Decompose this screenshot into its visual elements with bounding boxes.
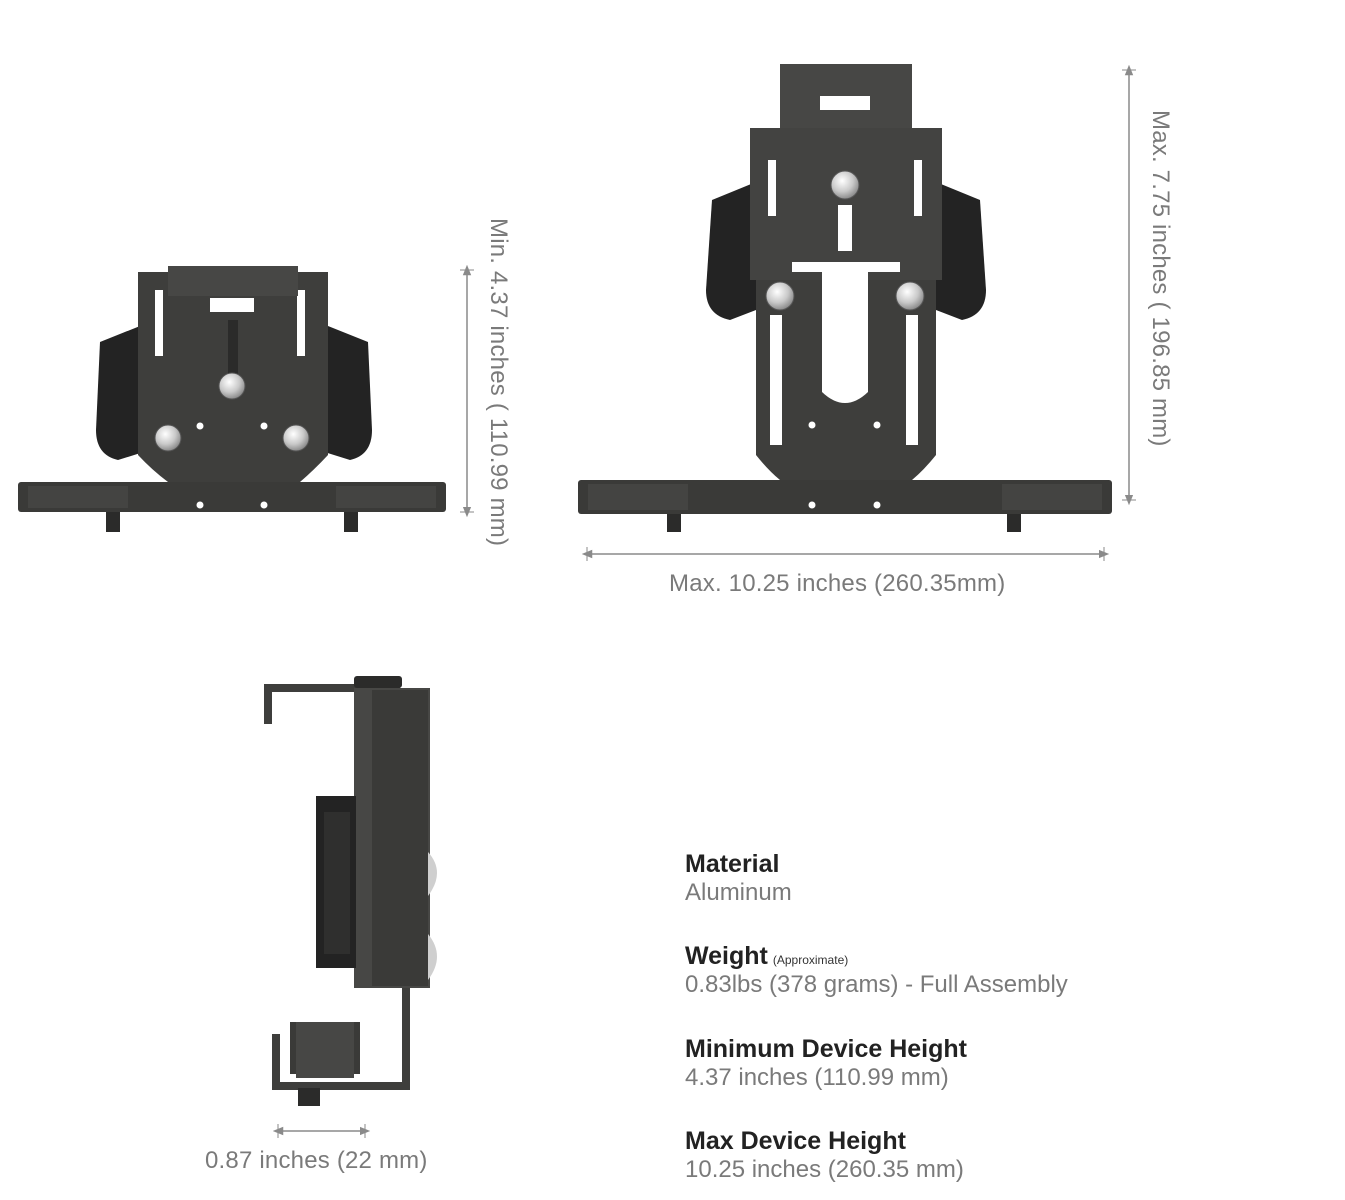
spec-title: Weight [685, 942, 768, 970]
bolt [765, 281, 795, 311]
spec-title: Material [685, 850, 780, 878]
base-bar [578, 480, 1112, 514]
spec-material: Material Aluminum [685, 850, 792, 907]
right-grip-pad [936, 182, 986, 320]
bottom-clamp [296, 1022, 354, 1078]
spec-title: Minimum Device Height [685, 1035, 967, 1063]
spec-value: 4.37 inches (110.99 mm) [685, 1064, 949, 1091]
left-grip-pad [96, 322, 150, 460]
bolt [830, 170, 860, 200]
bolt [154, 424, 182, 452]
spec-note: (Approximate) [772, 953, 849, 967]
spec-value: 10.25 inches (260.35 mm) [685, 1156, 964, 1183]
spec-min-device-height: Minimum Device Height 4.37 inches (110.9… [685, 1035, 967, 1092]
upper-plate [750, 128, 942, 280]
max-height-label: Max. 7.75 inches ( 196.85 mm) [1147, 110, 1174, 447]
bolt [895, 281, 925, 311]
front-view-min [18, 266, 446, 532]
bolt [282, 424, 310, 452]
spec-value: Aluminum [685, 879, 792, 906]
spec-title: Max Device Height [685, 1127, 906, 1155]
side-view [264, 676, 437, 1106]
top-clamp [168, 266, 298, 296]
spec-max-device-height: Max Device Height 10.25 inches (260.35 m… [685, 1127, 964, 1184]
left-grip-pad [706, 182, 756, 320]
min-height-label: Min. 4.37 inches ( 110.99 mm) [485, 218, 512, 547]
spec-value: 0.83lbs (378 grams) - Full Assembly [685, 971, 1068, 998]
bolt [218, 372, 246, 400]
max-width-label: Max. 10.25 inches (260.35mm) [669, 570, 1006, 597]
depth-label: 0.87 inches (22 mm) [205, 1147, 428, 1174]
spec-weight: Weight (Approximate) 0.83lbs (378 grams) … [685, 942, 1068, 999]
right-grip-pad [318, 322, 372, 460]
front-view-max [578, 64, 1112, 532]
